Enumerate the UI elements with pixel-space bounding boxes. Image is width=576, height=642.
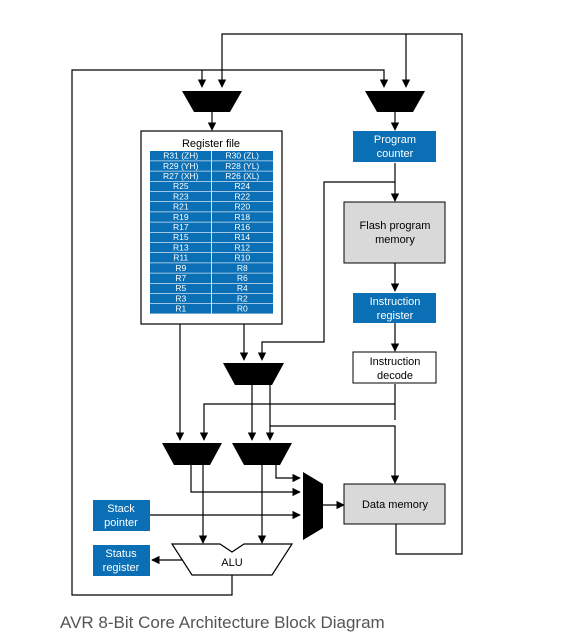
register-label: R19: [173, 212, 189, 222]
register-rows: R31 (ZH) R30 (ZL) R29 (YH) R28 (YL) R27 (XH)…: [150, 151, 273, 314]
register-label: R1: [175, 304, 186, 314]
register-file-title: Register file: [182, 138, 240, 150]
register-label: R15: [173, 232, 189, 242]
line-midmux-to-dm: [270, 425, 400, 484]
register-label: R18: [234, 212, 250, 222]
line-alu-feedback: [71, 69, 389, 596]
mux-lower-right: [232, 443, 292, 465]
register-label: R20: [234, 202, 250, 212]
register-label: R2: [237, 293, 248, 303]
register-label: R10: [234, 253, 250, 263]
instruction-register: Instruction register: [353, 293, 436, 323]
register-label: R11: [173, 253, 188, 263]
register-label: R4: [237, 283, 248, 293]
register-label: R24: [234, 181, 250, 191]
connection-lines: [71, 33, 463, 596]
stack-pointer-line1: Stack: [107, 503, 135, 515]
stack-pointer: Stack pointer: [93, 500, 150, 531]
register-file: Register file R31 (ZH)R30 (ZL)R29 (YH)R2…: [140, 130, 283, 325]
register-label: R6: [237, 273, 248, 283]
alu-label: ALU: [221, 557, 242, 569]
instruction-decode: Instruction decode: [352, 351, 437, 384]
program-counter-line2: counter: [377, 148, 414, 160]
register-label: R14: [234, 232, 250, 242]
register-label: R31 (ZH): [163, 151, 198, 161]
instruction-register-line1: Instruction: [370, 296, 421, 308]
register-label: R13: [173, 242, 189, 252]
register-label: R26 (XL): [225, 171, 259, 181]
register-label: R0: [237, 304, 248, 314]
status-register: Status register: [93, 545, 150, 576]
register-label: R16: [234, 222, 250, 232]
register-label: R27 (XH): [163, 171, 199, 181]
instruction-register-line2: register: [377, 310, 414, 322]
register-label: R7: [175, 273, 186, 283]
register-label: R29 (YH): [163, 161, 199, 171]
alu: ALU: [170, 543, 294, 576]
register-label: R5: [175, 283, 186, 293]
line-dm-feedback: [217, 33, 463, 555]
register-label: R30 (ZL): [225, 151, 259, 161]
line-rmux-to-rightmux: [275, 465, 301, 483]
flash-program-memory: Flash program memory: [343, 201, 446, 264]
mux-pc-in: [365, 91, 425, 112]
diagram-caption: AVR 8-Bit Core Architecture Block Diagra…: [60, 613, 385, 632]
register-label: R8: [237, 263, 248, 273]
register-label: R3: [175, 293, 186, 303]
data-memory: Data memory: [343, 483, 446, 525]
register-label: R22: [234, 191, 250, 201]
mux-middle: [223, 363, 284, 385]
flash-line1: Flash program: [360, 220, 431, 232]
status-register-line2: register: [103, 562, 140, 574]
mux-lower-left: [162, 443, 222, 465]
line-decode-out: [199, 384, 396, 441]
program-counter: Program counter: [353, 131, 436, 162]
decode-line2: decode: [377, 370, 413, 382]
mux-datamem-in: [303, 472, 323, 540]
multiplexers: [162, 91, 425, 540]
line-pc-branch: [257, 181, 395, 361]
decode-line1: Instruction: [370, 356, 421, 368]
stack-pointer-line2: pointer: [104, 517, 138, 529]
status-register-line1: Status: [105, 548, 137, 560]
register-label: R17: [173, 222, 189, 232]
mux-regfile-in: [182, 91, 242, 112]
register-label: R25: [173, 181, 189, 191]
register-label: R23: [173, 191, 189, 201]
data-memory-label: Data memory: [362, 499, 429, 511]
register-label: R9: [175, 263, 186, 273]
line-lmux-to-rightmux: [190, 465, 301, 497]
register-label: R28 (YL): [225, 161, 259, 171]
register-label: R21: [173, 202, 189, 212]
flash-line2: memory: [375, 234, 415, 246]
register-label: R12: [234, 242, 250, 252]
program-counter-line1: Program: [374, 134, 416, 146]
